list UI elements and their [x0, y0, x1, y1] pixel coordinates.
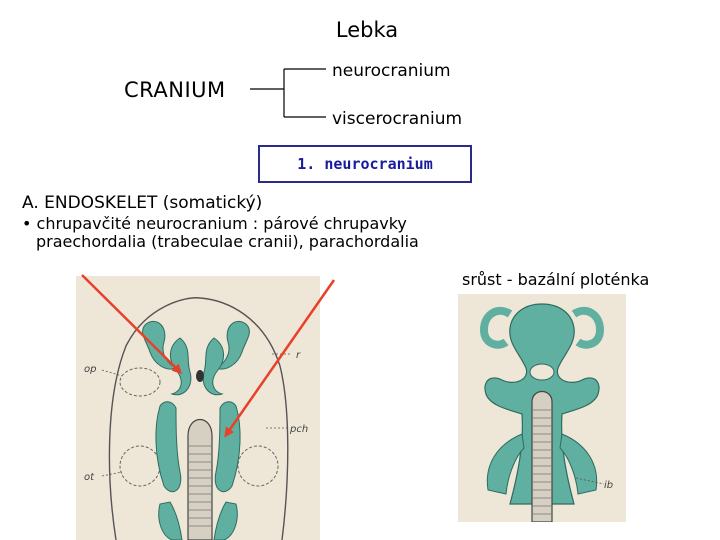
label-pch: pch	[289, 424, 308, 435]
label-ot: ot	[84, 472, 95, 483]
page-title: Lebka	[335, 18, 399, 42]
right-figure-caption: srůst - bazální ploténka	[462, 270, 650, 289]
tree-root-cranium: CRANIUM	[124, 78, 226, 102]
section-heading-box: 1. neurocranium	[258, 145, 472, 183]
left-cartilage-illustration: op r pch ot	[76, 276, 320, 540]
label-ib: ib	[604, 480, 613, 491]
bullet-line-1: • chrupavčité neurocranium : párové chru…	[22, 214, 407, 233]
bullet-line-2: praechordalia (trabeculae cranii), parac…	[36, 232, 419, 251]
tree-branch-viscerocranium: viscerocranium	[332, 109, 463, 129]
tree-branch-neurocranium: neurocranium	[332, 61, 451, 81]
right-cartilage-illustration: ib	[458, 294, 626, 522]
section-subheading: A. ENDOSKELET (somatický)	[22, 193, 263, 213]
label-op: op	[84, 364, 96, 375]
